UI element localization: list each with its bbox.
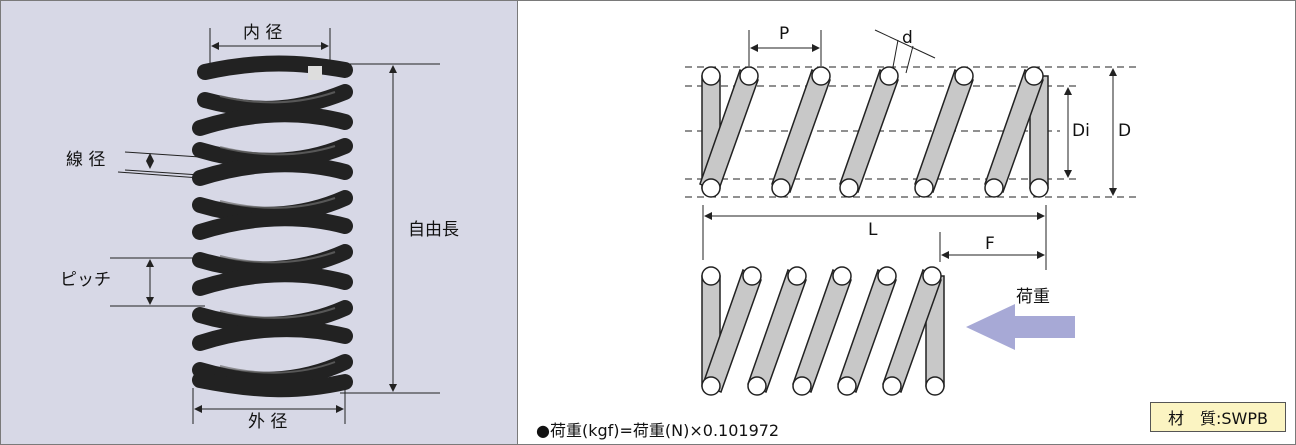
length-l-label: L	[868, 220, 878, 240]
inner-dia-di-label: Di	[1072, 121, 1090, 141]
inner-diameter-label: 内 径	[243, 23, 283, 43]
compressed-spring-drawing	[701, 266, 945, 396]
right-dimension-lines	[702, 29, 1117, 270]
pitch-p-label: P	[779, 24, 790, 44]
free-length-label: 自由長	[408, 220, 459, 240]
free-spring-drawing	[685, 66, 1140, 198]
outer-diameter-label: 外 径	[248, 412, 288, 432]
load-conversion-formula: ●荷重(kgf)=荷重(N)×0.101972	[536, 421, 780, 440]
left-dimension-lines	[110, 28, 440, 424]
load-label: 荷重	[1016, 287, 1050, 307]
wire-diameter-label: 線 径	[66, 150, 106, 170]
deflection-f-label: F	[985, 234, 995, 254]
outer-dia-d-label: D	[1118, 121, 1132, 141]
pitch-label: ピッチ	[60, 270, 111, 290]
load-arrow-icon	[966, 304, 1075, 350]
wire-d-label: d	[902, 28, 913, 48]
material-label: 材 質:SWPB	[1168, 409, 1268, 428]
material-box: 材 質:SWPB	[1150, 402, 1286, 432]
spring-photo	[192, 55, 353, 398]
